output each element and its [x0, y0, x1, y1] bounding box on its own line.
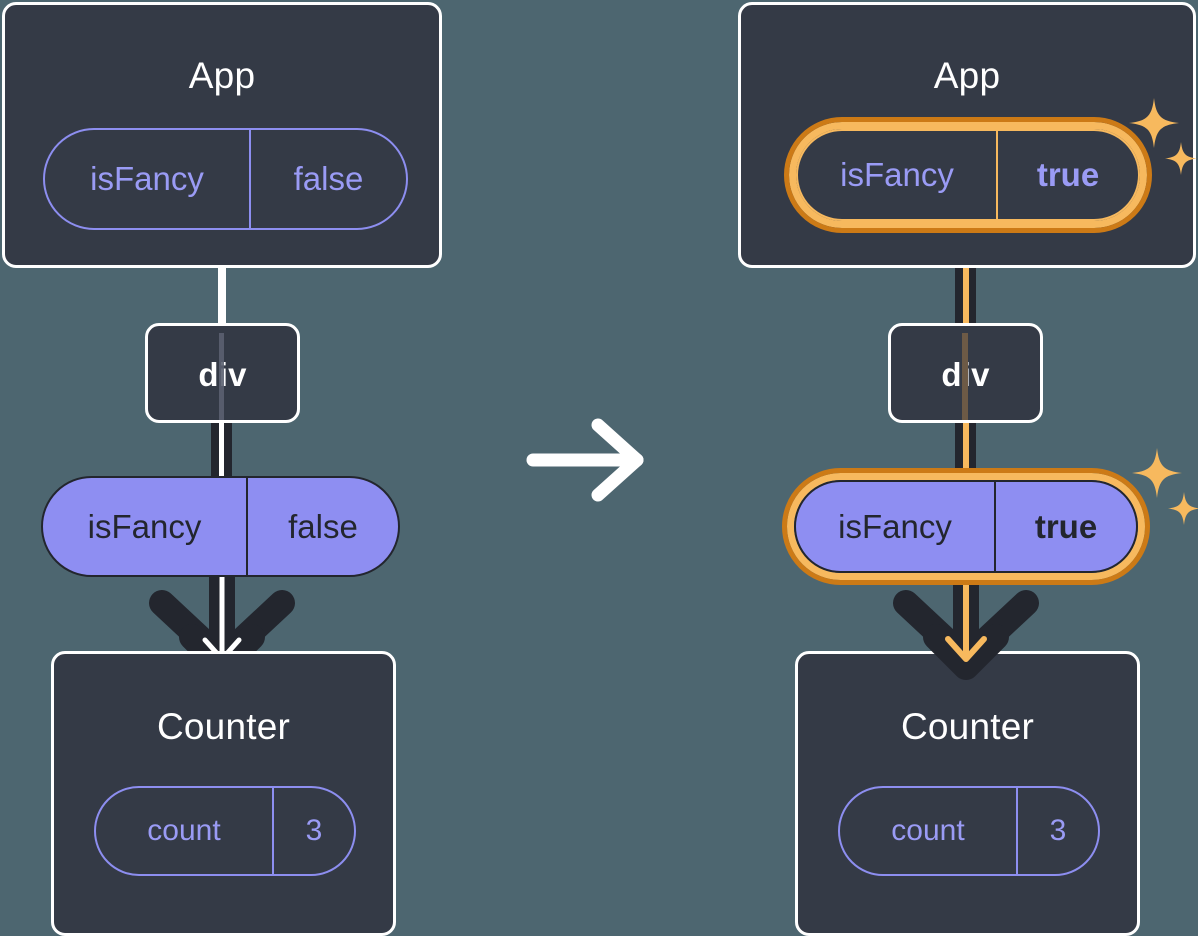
prop-key-left: isFancy — [87, 507, 202, 545]
connector-div-to-prop-core-left — [219, 420, 224, 482]
counter-state-pill-right: count 3 — [838, 786, 1100, 876]
prop-value-right: true — [994, 482, 1136, 571]
counter-state-value-left: 3 — [272, 788, 354, 874]
prop-value-left: false — [246, 478, 398, 575]
connector-div-to-prop-core-right — [963, 420, 969, 482]
prop-key-right: isFancy — [838, 507, 952, 545]
app-card-title-right: App — [933, 55, 1001, 96]
prop-pill-right: isFancy true — [794, 480, 1138, 573]
app-card-title-left: App — [188, 55, 256, 96]
counter-state-key-left: count — [147, 814, 221, 847]
sparkle-app-state-icon — [1129, 98, 1197, 175]
app-state-key-right: isFancy — [840, 156, 954, 193]
transition-arrow-right-icon — [526, 418, 644, 502]
app-state-pill-left: isFancy false — [43, 128, 408, 230]
app-card-left: App isFancy false — [2, 2, 442, 268]
counter-state-key-right: count — [891, 814, 965, 847]
propagation-arrow-right — [893, 575, 1039, 680]
prop-pill-left: isFancy false — [41, 476, 400, 577]
app-state-key-left: isFancy — [90, 160, 204, 197]
app-state-value-left: false — [249, 130, 406, 228]
sparkle-prop-icon — [1132, 448, 1198, 525]
prop-highlight-ring-right: isFancy true — [782, 468, 1150, 585]
counter-state-pill-left: count 3 — [94, 786, 356, 876]
connector-app-to-div-core-right — [963, 218, 969, 328]
connector-through-div-right — [962, 333, 968, 420]
counter-card-left: Counter count 3 — [51, 651, 396, 936]
app-state-highlight-ring-right: isFancy true — [784, 117, 1152, 233]
app-state-value-right: true — [996, 131, 1138, 219]
counter-card-title-right: Counter — [900, 706, 1035, 747]
counter-card-title-left: Counter — [156, 706, 291, 747]
connector-through-div-left — [219, 333, 224, 420]
app-state-pill-right: isFancy true — [796, 129, 1140, 221]
connector-app-to-div-left — [218, 262, 226, 328]
counter-state-value-right: 3 — [1016, 788, 1098, 874]
